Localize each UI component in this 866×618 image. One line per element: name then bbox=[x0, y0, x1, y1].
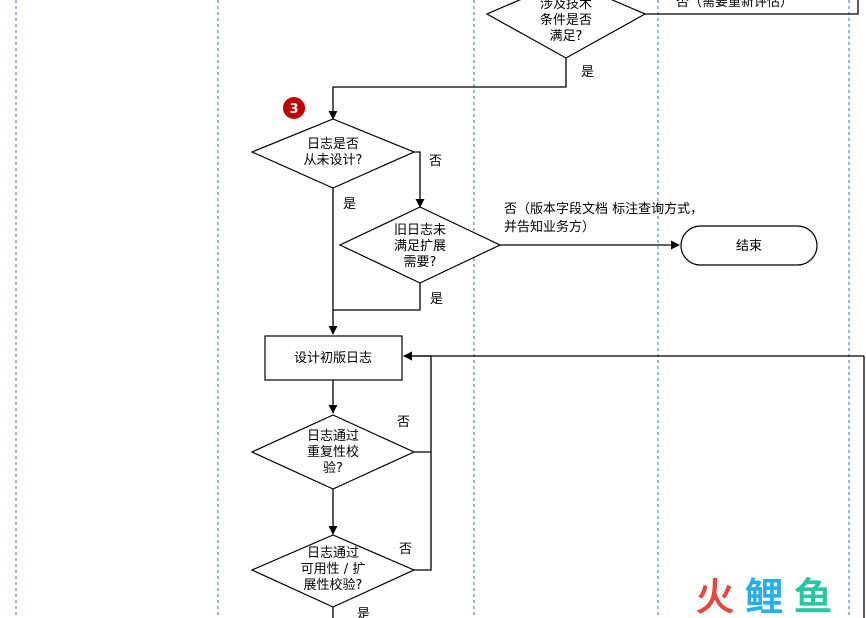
edge-reevaluate bbox=[645, 0, 859, 15]
edge-label-old-no-line1: 否（版本字段文档 标注查询方式， bbox=[504, 201, 703, 217]
watermark-char: 鲤 bbox=[745, 575, 783, 618]
decision-usability-line1: 日志通过 bbox=[307, 546, 359, 561]
edge-label-repeat-no: 否 bbox=[397, 415, 410, 430]
edge-label-old-no-line2: 并告知业务方） bbox=[504, 219, 595, 235]
decision-repeat-line3: 验? bbox=[323, 460, 343, 476]
step-badge-number: 3 bbox=[289, 102, 298, 117]
decision-usability-line3: 展性校验? bbox=[304, 577, 363, 593]
end-terminator bbox=[680, 225, 818, 266]
watermark-char: 鱼 bbox=[794, 575, 832, 618]
process-design-log-label: 设计初版日志 bbox=[294, 351, 372, 366]
edge-label-never-no: 否 bbox=[429, 154, 442, 169]
decision-repeat-line2: 重复性校 bbox=[307, 444, 359, 460]
edge-label-usability-yes: 是 bbox=[357, 607, 370, 618]
edge-tech-yes bbox=[328, 58, 567, 120]
decision-old-log-line2: 满足扩展 bbox=[394, 239, 446, 254]
decision-log-never-line2: 从未设计? bbox=[304, 153, 363, 168]
end-label: 结束 bbox=[736, 239, 762, 254]
decision-log-never-line1: 日志是否 bbox=[307, 137, 359, 152]
decision-tech-line1: 涉及技术 bbox=[540, 0, 592, 12]
edge-never-no bbox=[414, 151, 425, 208]
decision-old-log-line3: 需要? bbox=[404, 255, 437, 270]
edge-usability-no bbox=[414, 452, 432, 571]
edge-repeat-no bbox=[403, 351, 432, 453]
edge-label-tech-yes: 是 bbox=[581, 65, 594, 80]
edge-label-reevaluate: 否（需要重新评估） bbox=[676, 0, 793, 10]
edge-old-yes bbox=[333, 283, 421, 311]
watermark-char: 火 bbox=[696, 575, 734, 618]
edge-label-never-yes: 是 bbox=[343, 197, 356, 212]
edge-label-old-yes: 是 bbox=[430, 292, 443, 307]
decision-tech-line2: 条件是否 bbox=[540, 12, 592, 28]
decision-repeat-line1: 日志通过 bbox=[307, 429, 359, 444]
decision-usability-line2: 可用性 / 扩 bbox=[301, 562, 366, 577]
step-badge bbox=[283, 97, 305, 119]
decision-tech-line3: 满足? bbox=[550, 29, 583, 44]
decision-old-log-line1: 旧日志未 bbox=[394, 223, 446, 238]
edge-label-usability-no: 否 bbox=[399, 542, 412, 557]
